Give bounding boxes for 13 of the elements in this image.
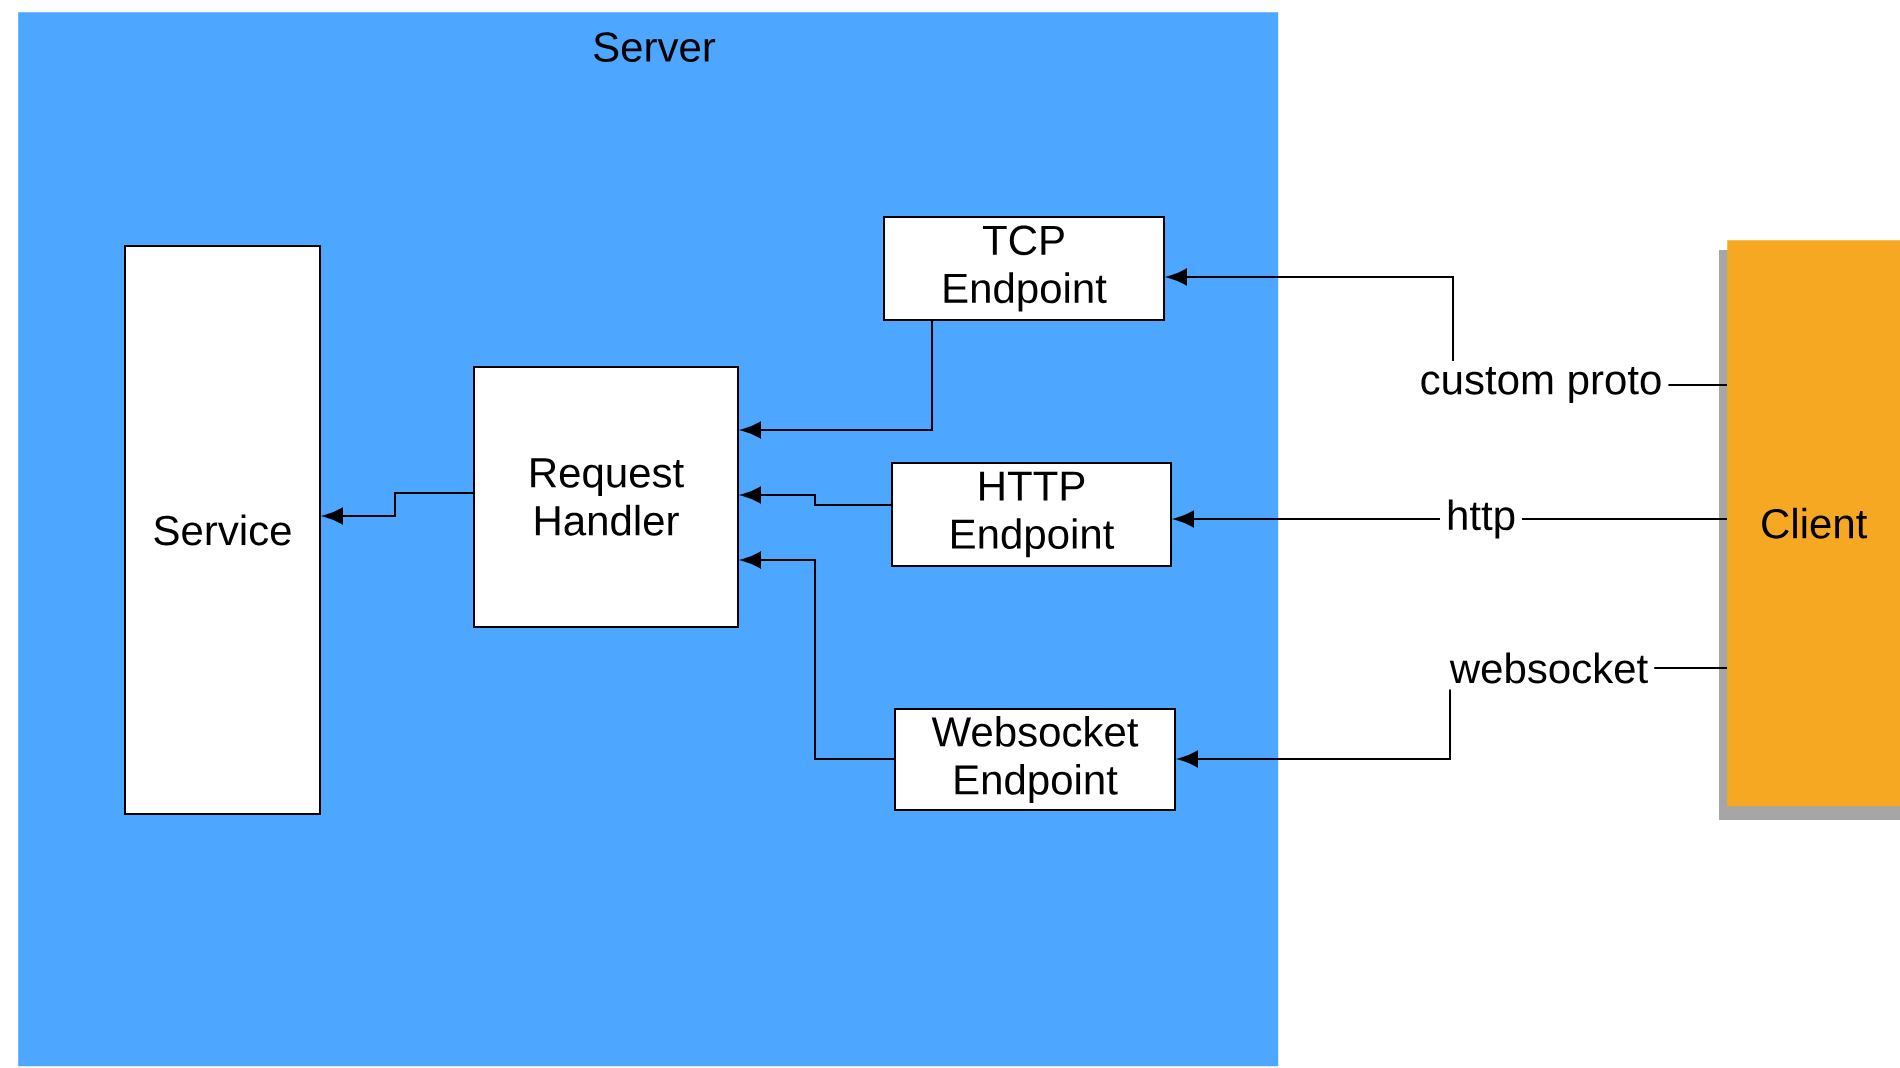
arrow bbox=[741, 551, 895, 760]
handler-box: Request Handler bbox=[473, 366, 739, 628]
arrow bbox=[741, 486, 892, 506]
edge-label: custom proto bbox=[1413, 361, 1669, 409]
service-box: Service bbox=[124, 245, 321, 815]
arrow bbox=[323, 492, 474, 525]
edge-label: http bbox=[1440, 493, 1523, 545]
endpoint-box: HTTP Endpoint bbox=[891, 462, 1172, 567]
endpoint-box: Websocket Endpoint bbox=[894, 708, 1176, 811]
arrow bbox=[741, 320, 933, 439]
endpoint-box: TCP Endpoint bbox=[883, 216, 1165, 321]
edge-label: websocket bbox=[1443, 646, 1655, 690]
client-box: Client bbox=[1719, 240, 1900, 820]
